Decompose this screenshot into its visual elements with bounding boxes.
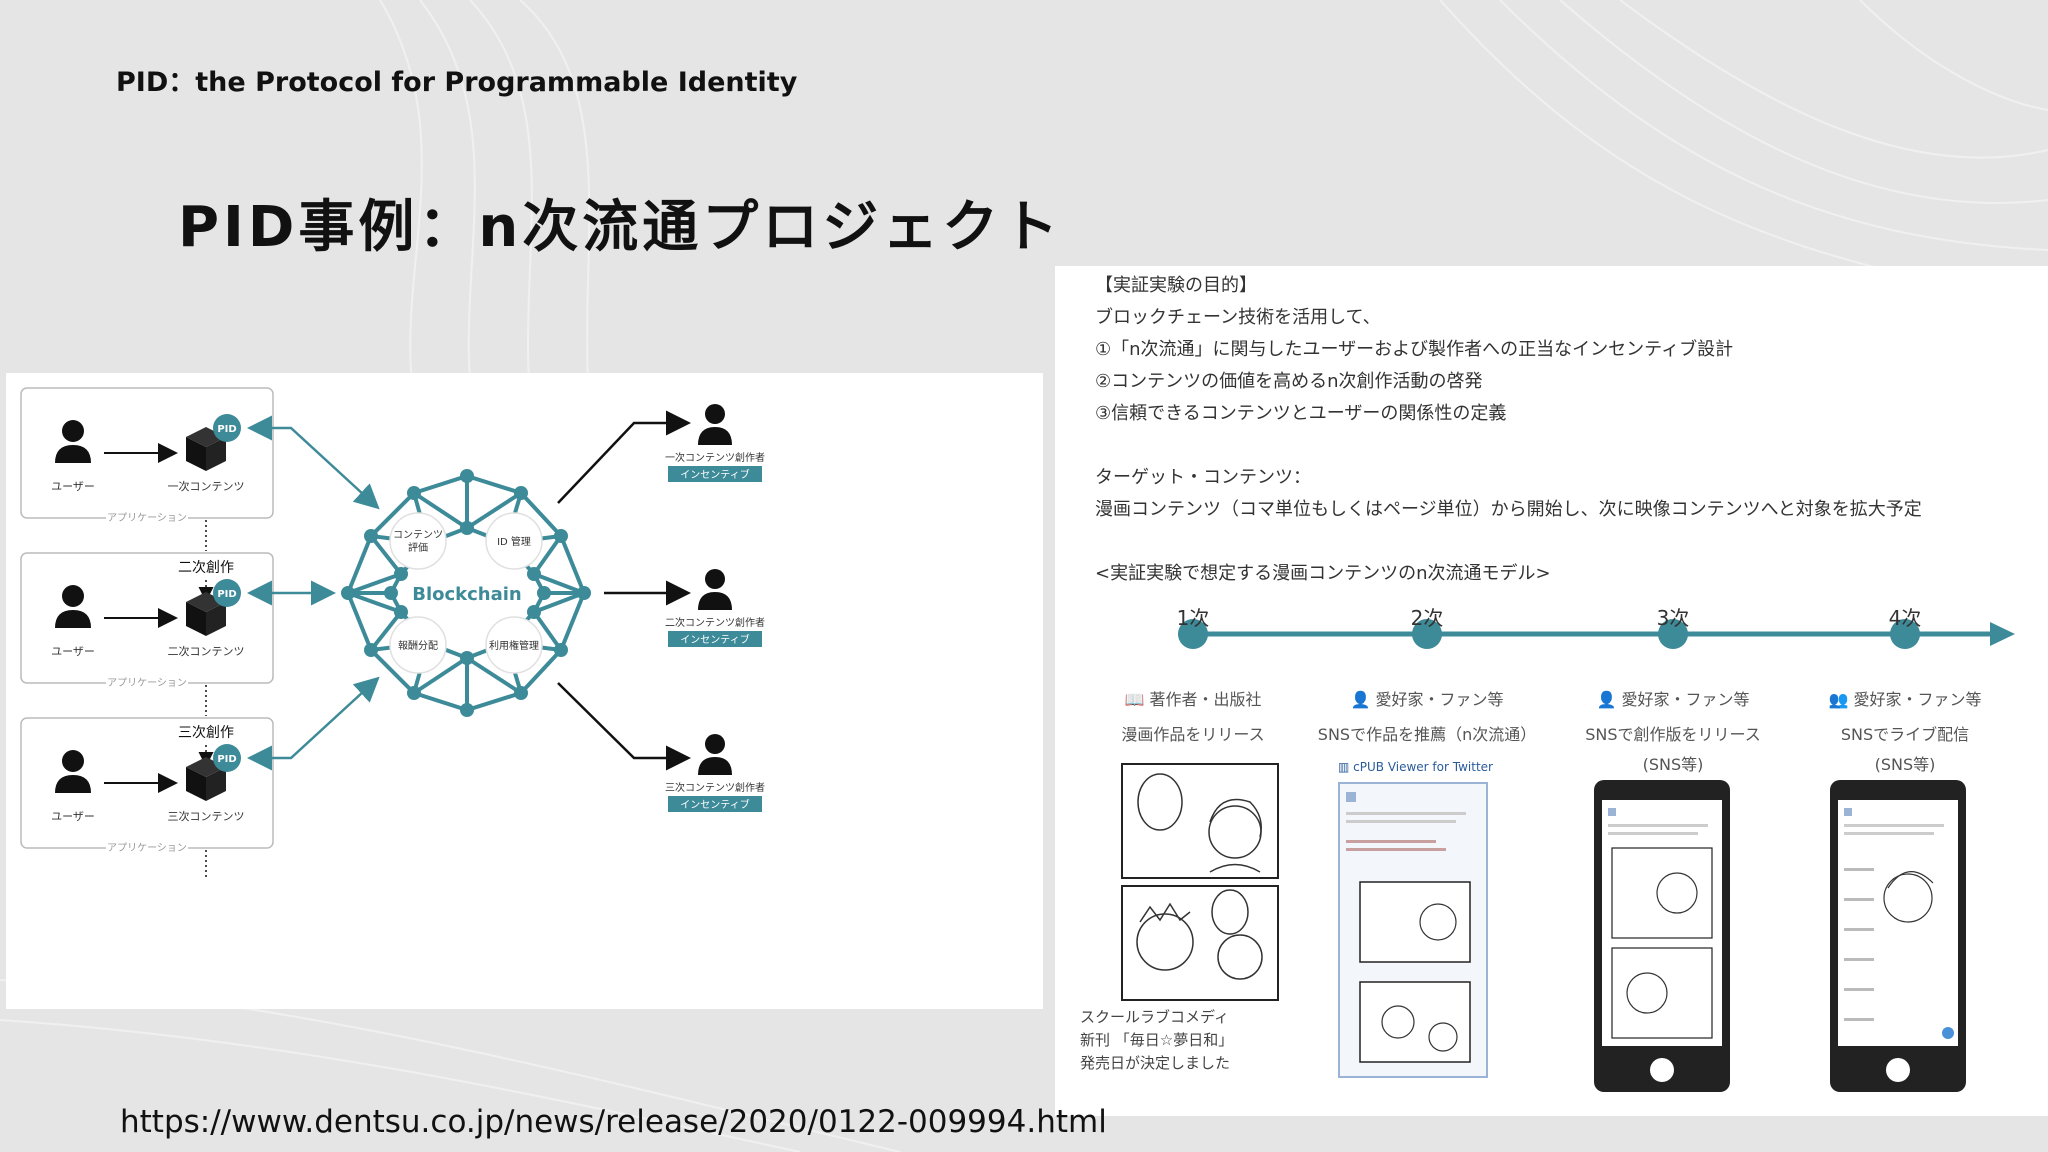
comedy-caption: スクールラブコメディ 新刊 「毎日☆夢日和」 発売日が決定しました xyxy=(1080,1008,1234,1072)
creator-role: 一次コンテンツ創作者 xyxy=(665,451,765,464)
node-rights-label: 利用権管理 xyxy=(489,639,539,652)
incentive-badge: インセンティブ xyxy=(680,798,749,811)
content-label: 二次コンテンツ xyxy=(168,644,245,658)
creator-icon xyxy=(698,734,732,775)
pid-badge-label: PID xyxy=(217,754,236,765)
blockchain-network: コンテンツ 評価 ID 管理 報酬分配 利用権管理 Blockchain xyxy=(341,469,591,717)
viewer-screenshot xyxy=(1338,782,1488,1078)
node-id-label: ID 管理 xyxy=(497,535,531,548)
pid-diagram-panel: ユーザー PID 一次コンテンツ アプリケーション 二次創作 ユーザー xyxy=(6,373,1043,1009)
node-content-label: コンテンツ xyxy=(393,530,443,541)
node-evaluation-label: 評価 xyxy=(408,541,428,554)
book-icon: 📖 xyxy=(1124,690,1150,709)
purpose-line: ブロックチェーン技術を活用して、 xyxy=(1095,307,1381,328)
content-cube-icon xyxy=(186,427,226,471)
derivative-link-label: 三次創作 xyxy=(178,725,234,741)
creator-2: 二次コンテンツ創作者 インセンティブ xyxy=(665,569,765,647)
purpose-line: ③信頼できるコンテンツとユーザーの関係性の定義 xyxy=(1095,403,1507,424)
app-label: アプリケーション xyxy=(107,677,187,689)
creator-1: 一次コンテンツ創作者 インセンティブ xyxy=(665,404,765,482)
row-2: ユーザー PID 二次コンテンツ アプリケーション xyxy=(20,552,274,689)
pid-badge-label: PID xyxy=(217,424,236,435)
presentation-header: PID：the Protocol for Programmable Identi… xyxy=(116,67,798,98)
source-url: https://www.dentsu.co.jp/news/release/20… xyxy=(120,1104,1107,1140)
target-heading: ターゲット・コンテンツ： xyxy=(1095,467,1311,488)
pid-diagram: ユーザー PID 一次コンテンツ アプリケーション 二次創作 ユーザー xyxy=(20,387,765,878)
experiment-panel: 【実証実験の目的】 ブロックチェーン技術を活用して、 ①「n次流通」に関与したユ… xyxy=(1055,266,2048,1116)
creator-icon xyxy=(698,404,732,445)
stage-role: 📖 著作者・出版社 xyxy=(1124,690,1262,709)
stage-label: 4次 xyxy=(1888,606,1922,630)
stage-role: 👥 愛好家・ファン等 xyxy=(1828,690,1982,709)
user-label: ユーザー xyxy=(51,480,95,493)
stage-description: 漫画作品をリリース xyxy=(1121,725,1265,744)
purpose-heading: 【実証実験の目的】 xyxy=(1095,275,1257,296)
app-label: アプリケーション xyxy=(107,512,187,524)
person-icon: 👤 xyxy=(1350,690,1376,709)
stage-label: 2次 xyxy=(1410,606,1444,630)
content-label: 一次コンテンツ xyxy=(168,479,245,493)
people-icon: 👥 xyxy=(1828,690,1854,709)
stage-label: 3次 xyxy=(1656,606,1690,630)
node-reward-label: 報酬分配 xyxy=(398,640,438,652)
stage-description: SNSで創作版をリリース (SNS等) xyxy=(1585,725,1761,774)
phone-screenshot xyxy=(1594,780,1730,1092)
viewer-logo-icon: ▥ xyxy=(1338,760,1354,774)
stage-description: SNSでライブ配信 (SNS等) xyxy=(1840,725,1970,774)
content-label: 三次コンテンツ xyxy=(168,809,245,823)
row-1: ユーザー PID 一次コンテンツ アプリケーション xyxy=(20,387,274,524)
viewer-label: ▥ cPUB Viewer for Twitter xyxy=(1338,760,1493,774)
pid-badge xyxy=(213,414,241,442)
app-label: アプリケーション xyxy=(107,842,187,854)
stage-role: 👤 愛好家・ファン等 xyxy=(1596,690,1750,709)
incentive-badge: インセンティブ xyxy=(680,633,749,646)
creator-role: 二次コンテンツ創作者 xyxy=(665,616,765,629)
pid-badge xyxy=(213,579,241,607)
manga-panels-illustration xyxy=(1121,763,1279,1001)
user-icon xyxy=(55,750,91,793)
user-label: ユーザー xyxy=(51,810,95,823)
pid-badge-label: PID xyxy=(217,589,236,600)
pid-blockchain-connectors xyxy=(247,415,380,771)
row-3: ユーザー PID 三次コンテンツ アプリケーション xyxy=(20,717,274,854)
derivative-link-label: 二次創作 xyxy=(178,560,234,576)
creator-connectors xyxy=(557,410,691,771)
page-title: PID事例：n次流通プロジェクト xyxy=(178,195,1063,260)
creator-3: 三次コンテンツ創作者 インセンティブ xyxy=(665,734,765,812)
purpose-line: ①「n次流通」に関与したユーザーおよび製作者への正当なインセンティブ設計 xyxy=(1095,339,1734,360)
target-line: 漫画コンテンツ（コマ単位もしくはページ単位）から開始し、次に映像コンテンツへと対… xyxy=(1095,499,1922,520)
content-cube-icon xyxy=(186,757,226,801)
pid-badge xyxy=(213,744,241,772)
user-icon xyxy=(55,420,91,463)
purpose-line: ②コンテンツの価値を高めるn次創作活動の啓発 xyxy=(1095,371,1483,392)
creator-role: 三次コンテンツ創作者 xyxy=(665,781,765,794)
phone-live-screenshot xyxy=(1830,780,1966,1092)
stage-timeline xyxy=(1178,619,2015,649)
incentive-badge: インセンティブ xyxy=(680,468,749,481)
creator-icon xyxy=(698,569,732,610)
user-icon xyxy=(55,585,91,628)
stage-role: 👤 愛好家・ファン等 xyxy=(1350,690,1504,709)
person-icon: 👤 xyxy=(1596,690,1622,709)
stage-label: 1次 xyxy=(1176,606,1210,630)
blockchain-label: Blockchain xyxy=(412,584,522,605)
stage-description: SNSで作品を推薦（n次流通） xyxy=(1317,725,1537,744)
model-heading: <実証実験で想定する漫画コンテンツのn次流通モデル> xyxy=(1095,563,1551,584)
user-label: ユーザー xyxy=(51,645,95,658)
